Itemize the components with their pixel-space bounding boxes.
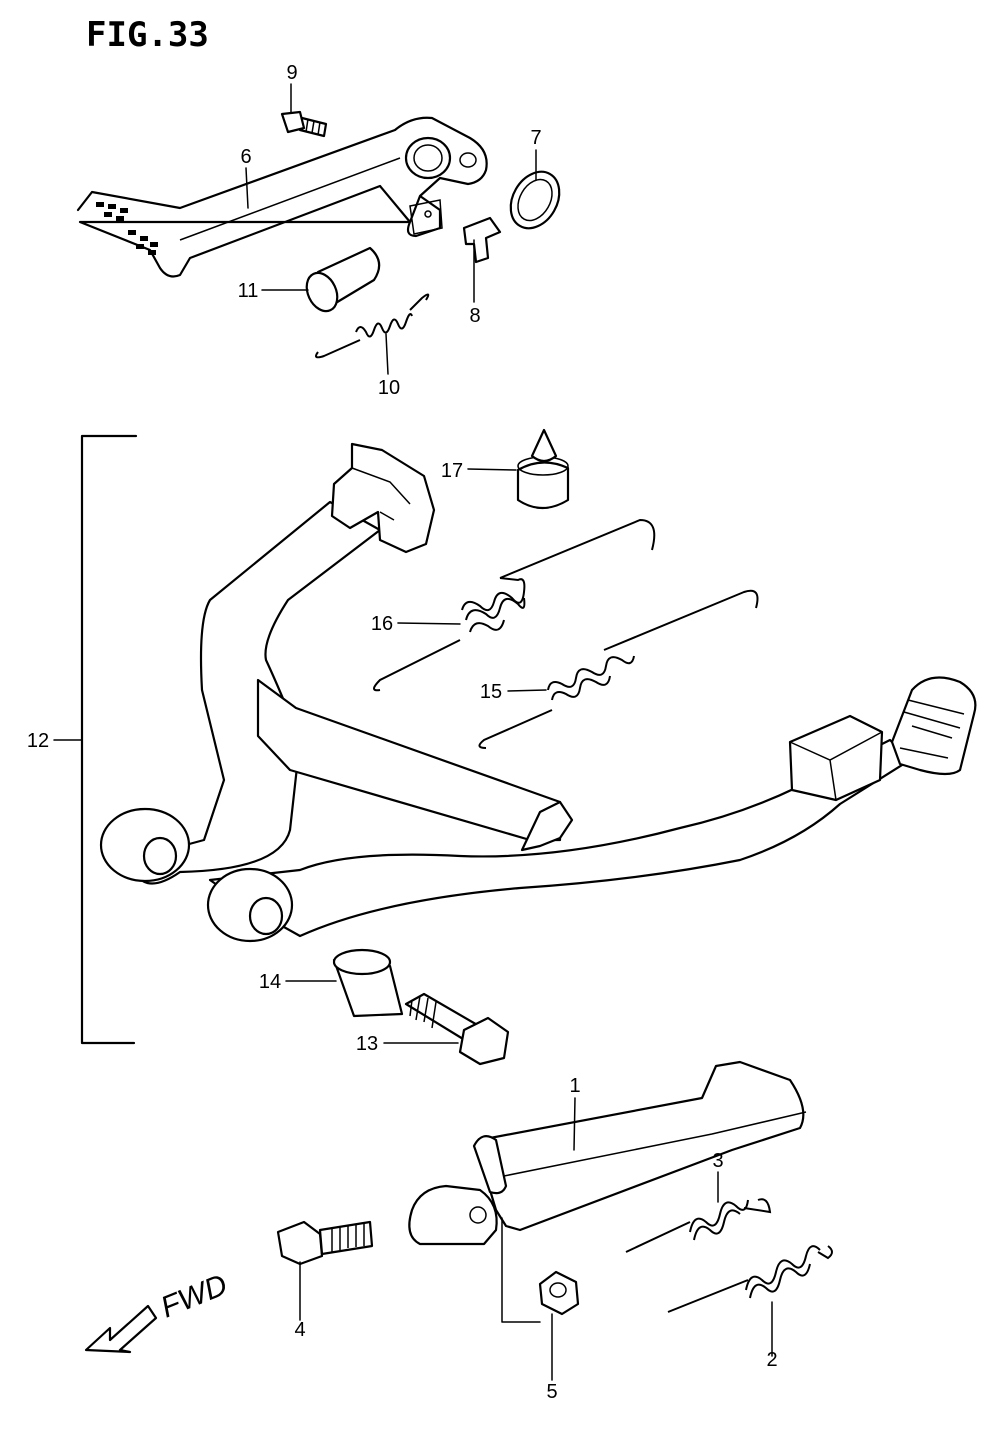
callout-10: 10 <box>378 377 400 399</box>
fwd-arrow-icon <box>84 1304 158 1354</box>
callout-11: 11 <box>238 280 259 302</box>
callout-5: 5 <box>546 1381 557 1403</box>
callout-14: 14 <box>259 971 281 993</box>
leader-lines <box>53 83 773 1381</box>
center-stand-part-12 <box>99 442 977 943</box>
callout-2: 2 <box>766 1349 777 1371</box>
bolt-part-9 <box>280 110 328 138</box>
bolt-part-13 <box>404 992 510 1066</box>
spring-part-15 <box>478 589 759 749</box>
rubber-stop-part-17 <box>516 428 570 510</box>
callout-1: 1 <box>569 1075 580 1097</box>
callout-15: 15 <box>480 681 502 703</box>
pedal-grip-pattern <box>96 202 158 255</box>
nut-part-5 <box>538 1270 580 1316</box>
clip-part-8 <box>462 216 502 264</box>
callout-17: 17 <box>441 460 463 482</box>
callout-16: 16 <box>371 613 393 635</box>
pedal-arm-part-6 <box>76 116 488 278</box>
callout-12: 12 <box>27 730 49 752</box>
bracket-line-12 <box>80 434 138 1045</box>
callout-8: 8 <box>469 305 480 327</box>
spring-part-10 <box>315 293 430 359</box>
bushing-part-14 <box>332 948 404 1018</box>
callout-13: 13 <box>356 1033 378 1055</box>
washer-part-7 <box>509 170 561 230</box>
callout-9: 9 <box>286 62 297 84</box>
fwd-label: FWD <box>156 1268 232 1324</box>
side-stand-part-1 <box>408 1060 807 1246</box>
spring-part-2 <box>667 1245 833 1313</box>
callout-7: 7 <box>530 127 541 149</box>
spring-part-16 <box>373 518 656 692</box>
figure-title: FIG.33 <box>86 15 209 55</box>
callout-labels: 9 6 7 11 8 10 17 16 15 12 14 13 1 3 4 2 … <box>27 62 778 1403</box>
callout-3: 3 <box>712 1150 723 1172</box>
callout-4: 4 <box>294 1319 305 1341</box>
spring-part-3 <box>625 1198 772 1253</box>
bolt-part-4 <box>276 1220 374 1266</box>
callout-6: 6 <box>240 146 251 168</box>
bushing-part-11 <box>305 246 381 313</box>
